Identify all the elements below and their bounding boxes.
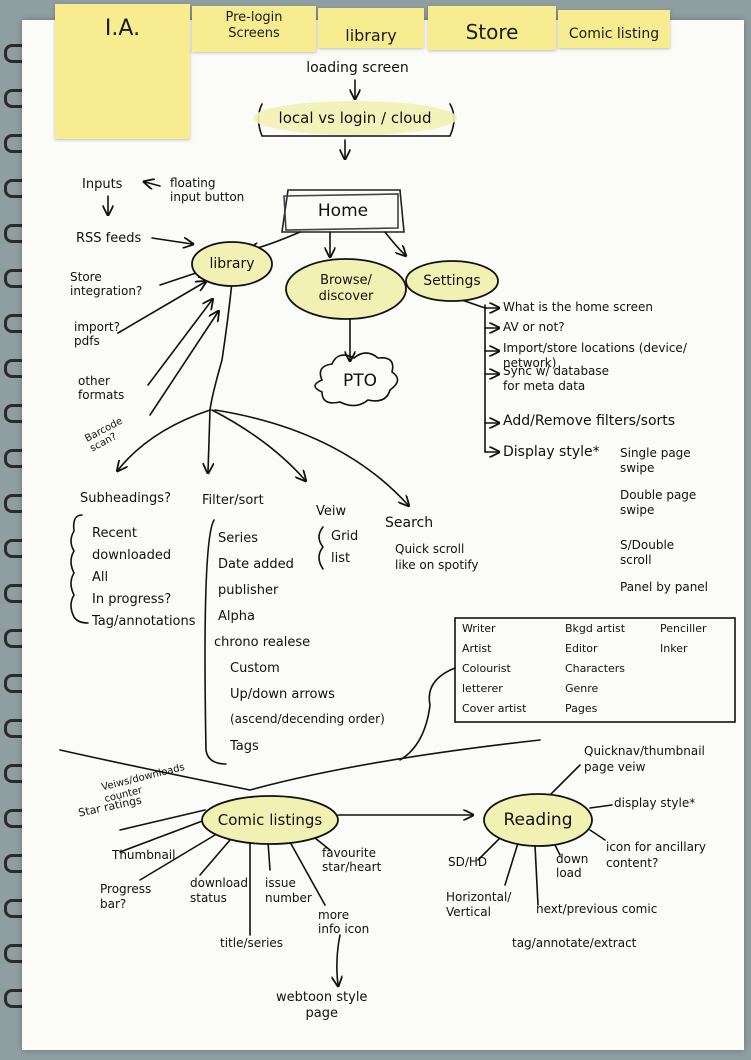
credit-field: Inker: [660, 642, 688, 655]
subheading-item: downloaded: [92, 548, 172, 563]
reading-node: Reading: [503, 810, 573, 830]
reading-display-style: display style*: [614, 796, 696, 810]
sd-hd: SD/HD: [448, 855, 488, 869]
credit-field: Penciller: [660, 622, 707, 635]
tab-comic-listing[interactable]: Comic listing: [558, 10, 670, 48]
settings-node: Settings: [423, 273, 481, 289]
filter-sort-item: (ascend/decending order): [230, 712, 385, 726]
search-quick-scroll: Quick scroll like on spotify: [395, 542, 479, 572]
subheading-item: All: [92, 570, 109, 585]
local-vs-login: local vs login / cloud: [278, 109, 432, 127]
filter-sort-item: Series: [218, 531, 258, 546]
tag-annotate-extract: tag/annotate/extract: [512, 936, 637, 950]
issue-number: issue number: [265, 876, 312, 905]
tab-library[interactable]: library: [318, 8, 424, 48]
more-info-icon: more info icon: [318, 908, 370, 937]
credit-field: letterer: [462, 682, 503, 695]
credit-field: Colourist: [462, 662, 511, 675]
webtoon-style-page: webtoon style page: [276, 990, 368, 1022]
tab-ia[interactable]: I.A.: [55, 4, 190, 139]
inputs-label: Inputs: [82, 177, 123, 192]
credit-field: Characters: [565, 662, 626, 675]
filter-sort-item: Custom: [230, 661, 280, 676]
filter-sort-item: Tags: [230, 739, 259, 754]
display-style-option: Single page swipe: [620, 446, 691, 475]
credit-field: Cover artist: [462, 702, 527, 715]
view-grid: Grid: [331, 529, 359, 544]
thumbnail: Thumbnail: [112, 848, 176, 862]
tab-store[interactable]: Store: [428, 6, 556, 50]
other-formats: other formats: [78, 374, 125, 403]
settings-item: Add/Remove filters/sorts: [503, 413, 676, 429]
filter-sort-title: Filter/sort: [202, 493, 264, 508]
filter-sort-item: Date added: [218, 557, 294, 572]
library-node: library: [209, 256, 255, 272]
quicknav-thumbnail: Quicknav/thumbnail page veiw: [584, 744, 705, 774]
ancillary-content-icon: icon for ancillary content?: [606, 840, 706, 870]
filter-sort-item: Alpha: [218, 609, 255, 624]
view-list: list: [331, 551, 351, 566]
download-status: download status: [190, 876, 249, 905]
reading-download: down load: [556, 852, 589, 881]
tab-pre-login-screens[interactable]: Pre-login Screens: [192, 6, 316, 52]
credit-field: Pages: [565, 702, 598, 715]
store-integration: Store integration?: [70, 270, 143, 299]
display-style-option: Panel by panel: [620, 580, 709, 594]
favourite-star-heart: favourite star/heart: [322, 846, 382, 875]
view-title: Veiw: [316, 504, 347, 519]
settings-item: What is the home screen: [503, 300, 653, 314]
horizontal-vertical: Horizontal/ Vertical: [446, 890, 512, 919]
subheading-item: Recent: [92, 526, 137, 541]
credit-field: Genre: [565, 682, 599, 695]
pto-node: PTO: [342, 371, 378, 391]
subheadings-title: Subheadings?: [80, 491, 171, 506]
browse-discover-node: Browse/ discover: [318, 272, 374, 304]
import-pdfs: import? pdfs: [74, 320, 120, 349]
filter-sort-item: publisher: [218, 583, 279, 598]
subheading-item: Tag/annotations: [92, 614, 196, 629]
settings-item: Sync w/ database for meta data: [503, 364, 610, 393]
comic-listings-node: Comic listings: [217, 811, 323, 829]
credit-field: Editor: [565, 642, 598, 655]
credit-field: Bkgd artist: [565, 622, 626, 635]
settings-item: Import/store locations (device/ network): [503, 341, 687, 370]
credit-field: Writer: [462, 622, 496, 635]
search-title: Search: [385, 515, 434, 531]
subheading-item: In progress?: [92, 592, 172, 607]
rss-feeds: RSS feeds: [76, 231, 142, 246]
display-style-option: S/Double scroll: [620, 538, 675, 567]
filter-sort-item: chrono realese: [214, 635, 311, 650]
title-series: title/series: [220, 936, 284, 950]
display-style-option: Double page swipe: [620, 488, 697, 517]
home-node: Home: [317, 201, 369, 221]
credit-field: Artist: [462, 642, 492, 655]
floating-input-button: floating input button: [170, 176, 245, 205]
settings-item: AV or not?: [503, 320, 565, 334]
next-previous-comic: next/previous comic: [536, 902, 658, 916]
filter-sort-item: Up/down arrows: [230, 687, 335, 702]
settings-item: Display style*: [503, 444, 600, 460]
loading-screen: loading screen: [306, 60, 409, 76]
progress-bar: Progress bar?: [100, 882, 152, 911]
